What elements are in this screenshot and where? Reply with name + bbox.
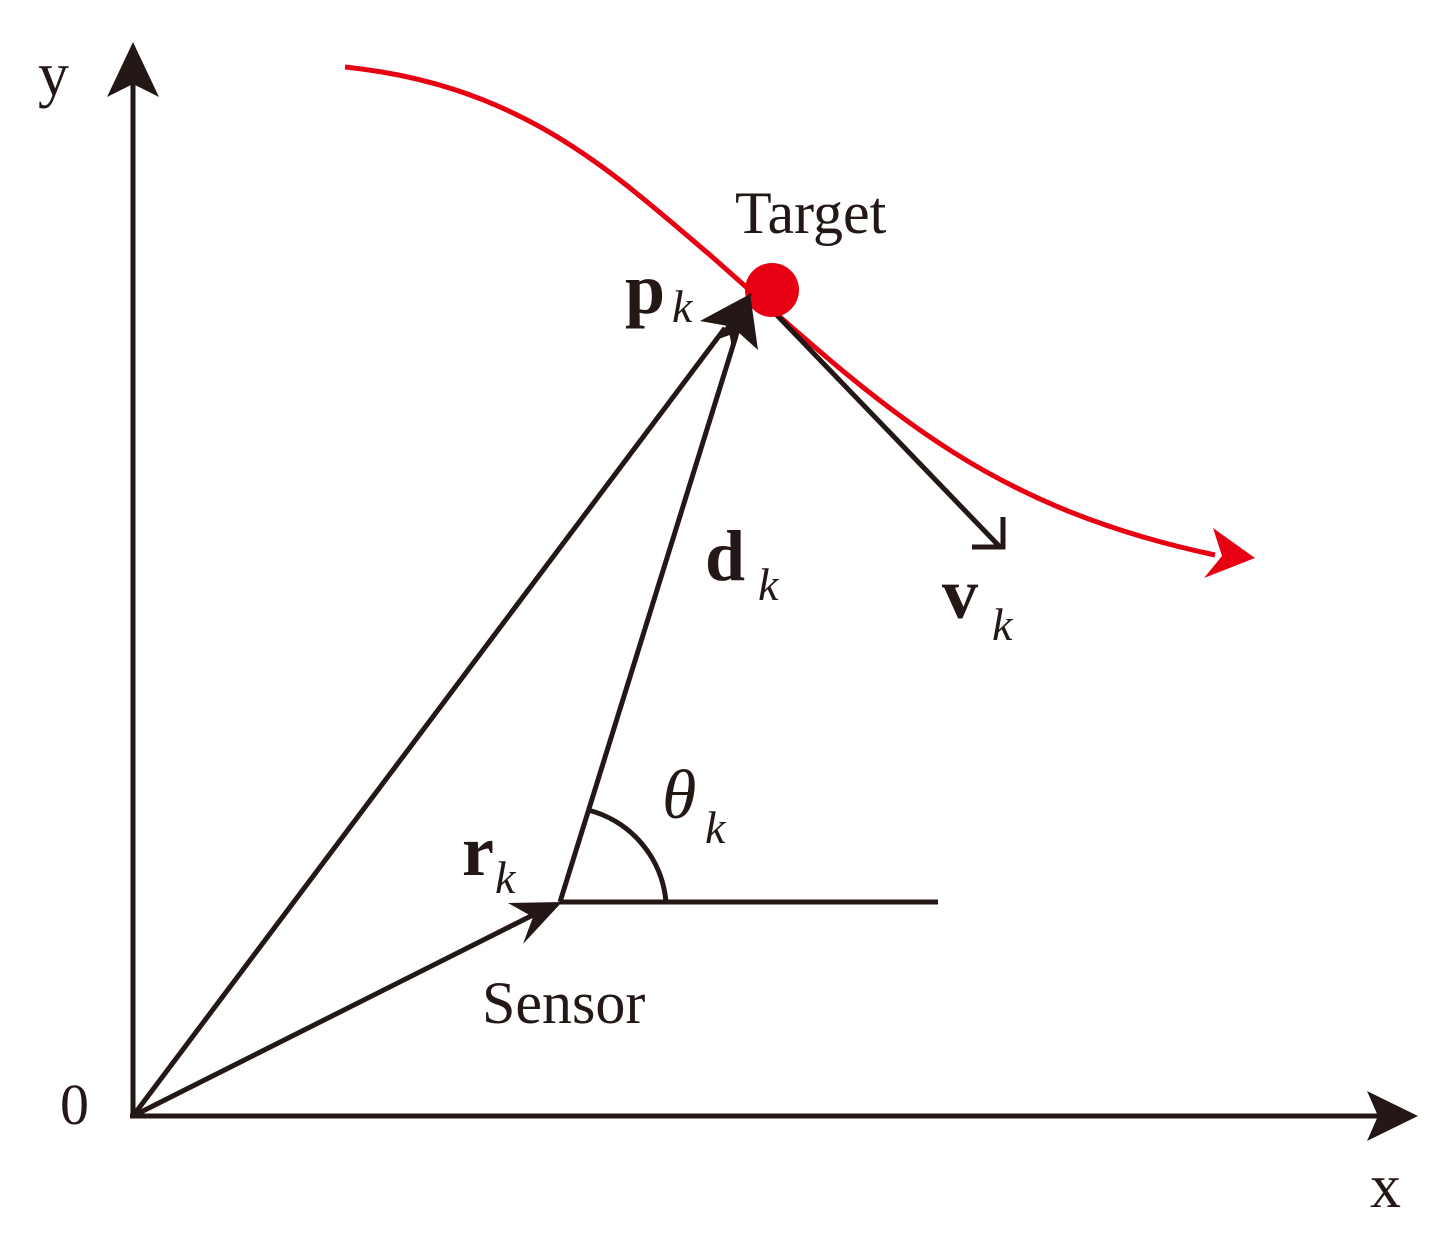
v-vector-symbol: v [942,554,978,634]
origin-label: 0 [60,1072,89,1137]
trajectory-arrowhead [1204,528,1255,578]
p-vector-subscript: k [672,281,694,332]
v-vector-subscript: k [992,599,1014,650]
velocity-arrowhead [972,517,1006,550]
position-vector [131,326,727,1118]
velocity-vector [768,306,1002,549]
angle-arc [587,807,669,903]
y-axis-arrowhead [107,42,159,97]
position-vector-arrowhead [700,293,752,353]
sensor-position-vector [131,912,535,1119]
r-vector-subscript: k [495,852,517,903]
r-vector-symbol: r [462,811,494,891]
p-vector-symbol: p [625,249,665,329]
sensor-vector-arrowhead [508,902,562,944]
y-axis-label: y [38,41,69,109]
x-axis-arrowhead [1367,1091,1418,1141]
d-vector-subscript: k [758,559,780,610]
target-point [745,263,799,317]
target-trajectory [344,64,1216,558]
relative-vector [557,335,739,903]
target-label: Target [735,180,887,246]
theta-angle-symbol: θ [662,757,696,834]
theta-angle-subscript: k [705,802,727,853]
sensor-label: Sensor [482,970,645,1036]
x-axis-label: x [1370,1153,1401,1221]
coordinate-axes [130,75,1385,1119]
d-vector-symbol: d [705,516,745,596]
relative-vector-arrowhead [716,293,758,350]
